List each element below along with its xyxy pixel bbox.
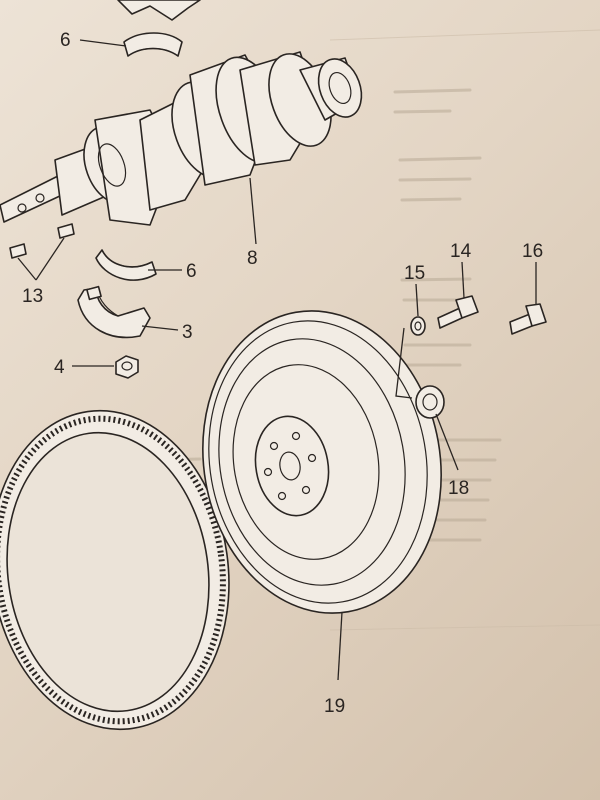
top-partial-part [117, 0, 201, 21]
callout-16: 16 [522, 241, 543, 262]
woodruff-keys [9, 223, 75, 259]
callout-6-top: 6 [60, 30, 71, 51]
bolt-14 [437, 295, 479, 329]
leader-lines [17, 39, 537, 681]
ring-gear [0, 409, 230, 731]
lower-bearing-shell [95, 249, 157, 281]
washer [410, 316, 426, 336]
callout-8: 8 [247, 248, 258, 269]
callout-14: 14 [450, 241, 472, 262]
callout-13: 13 [22, 286, 43, 307]
crankshaft [0, 51, 363, 226]
upper-bearing-shell [123, 32, 183, 57]
callout-19: 19 [324, 696, 345, 717]
callout-18: 18 [448, 478, 469, 499]
flywheel [202, 310, 442, 614]
callout-labels: 6 8 6 3 4 13 15 14 16 18 19 [22, 30, 543, 717]
callout-6-lower: 6 [186, 261, 197, 282]
callout-4: 4 [54, 357, 65, 378]
bearing-cap [77, 285, 151, 339]
callout-15: 15 [404, 263, 425, 284]
nut [115, 355, 139, 379]
bolt-16 [509, 303, 547, 335]
pilot-bearing [415, 385, 445, 419]
callout-3: 3 [182, 322, 193, 343]
